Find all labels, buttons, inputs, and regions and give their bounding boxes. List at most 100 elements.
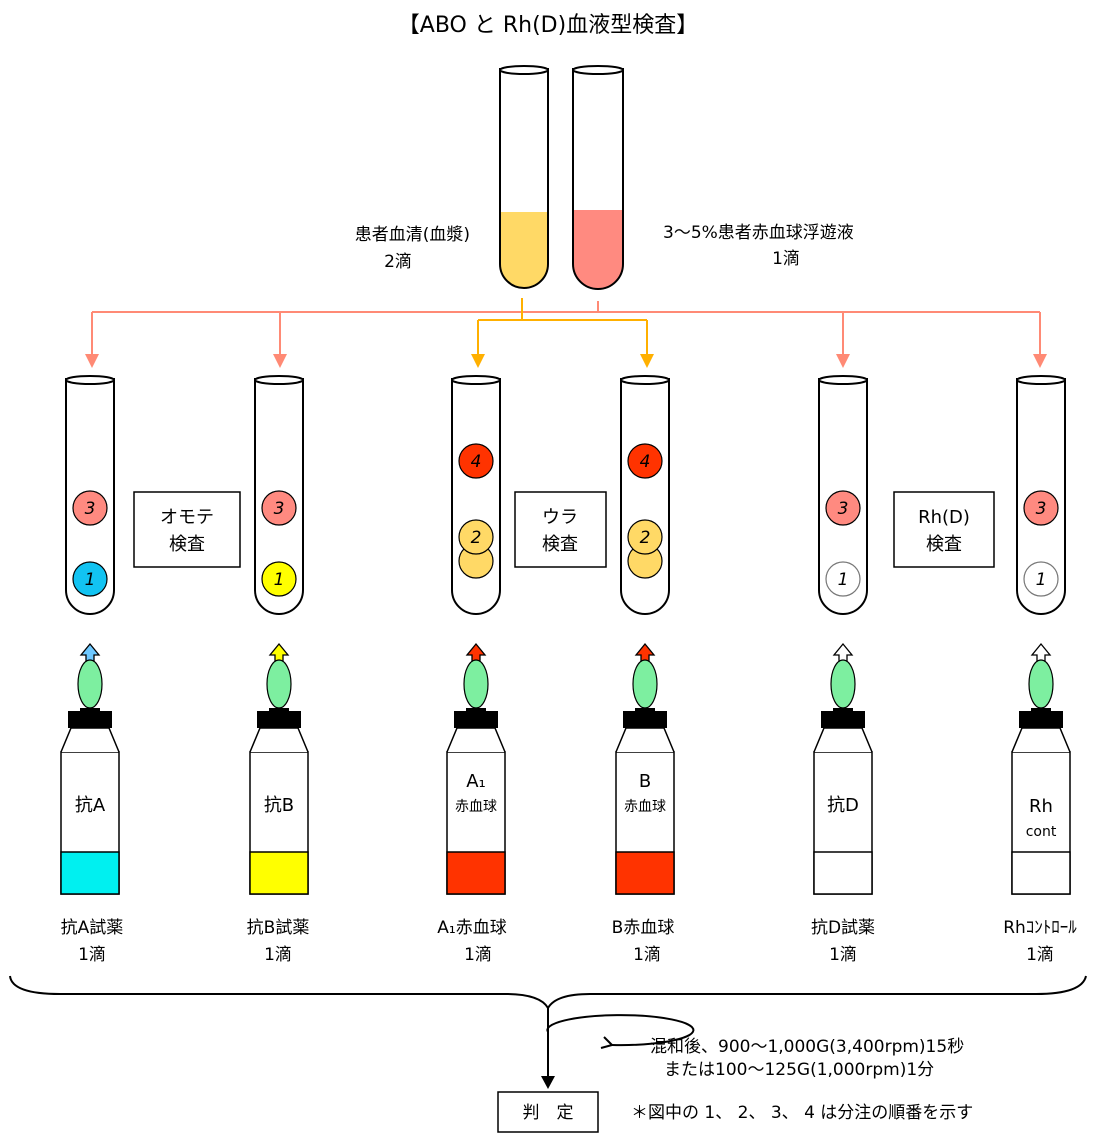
bottle-cap bbox=[623, 711, 667, 728]
reagent-bottle-anti-b: 抗B bbox=[249, 659, 309, 895]
reagent-bottle-rh-control: Rh cont bbox=[1011, 659, 1071, 895]
process-line2: または100～125G(1,000rpm)1分 bbox=[664, 1060, 934, 1080]
order-number-label: 4 bbox=[471, 452, 482, 472]
mixing-rotation-icon bbox=[541, 1008, 695, 1089]
reagent-bottle-anti-d: 抗D bbox=[813, 659, 873, 895]
reagent-drop bbox=[261, 561, 297, 597]
dropper-bulb-icon bbox=[77, 659, 103, 709]
bottle-liquid bbox=[249, 851, 309, 895]
serum-distribution-lines bbox=[471, 298, 654, 368]
serum-source-tube bbox=[499, 65, 549, 289]
order-number-label: 3 bbox=[274, 499, 285, 519]
reagent-captions: 抗A試薬 1滴 抗B試薬 1滴 A₁赤血球 1滴 B赤血球 1滴 抗D試薬 1滴… bbox=[61, 918, 1078, 965]
test-tube-a1-cells: 24 bbox=[451, 375, 501, 615]
reagent-drop bbox=[825, 561, 861, 597]
reagent-amount-rh-control: 1滴 bbox=[1026, 945, 1054, 965]
cell-drop bbox=[72, 490, 108, 526]
reagent-amount-anti-b: 1滴 bbox=[264, 945, 292, 965]
bottle-cap bbox=[454, 711, 498, 728]
dropper-bulb-icon bbox=[830, 659, 856, 709]
ura-box-line2: 検査 bbox=[542, 534, 578, 555]
reagent-bottle-a1-cells: A₁赤血球 bbox=[446, 659, 506, 895]
order-number-label: 1 bbox=[274, 570, 285, 590]
rh-box: Rh(D) 検査 bbox=[893, 491, 995, 568]
dropper-bulb-icon bbox=[1028, 659, 1054, 709]
rbc-source-tube bbox=[572, 65, 624, 290]
omote-box: オモテ 検査 bbox=[133, 491, 241, 568]
reagent-amount-b-cells: 1滴 bbox=[633, 945, 661, 965]
reagent-name-anti-b: 抗B試薬 bbox=[247, 918, 310, 938]
serum-drop-upper bbox=[627, 519, 663, 555]
dropper-bulb-icon bbox=[463, 659, 489, 709]
order-number-label: 4 bbox=[640, 452, 651, 472]
bottle-label: 抗D bbox=[827, 795, 859, 816]
bottle-liquid bbox=[813, 851, 873, 895]
serum-label: 患者血清(血漿) bbox=[355, 225, 470, 245]
reagent-name-anti-a: 抗A試薬 bbox=[61, 918, 124, 938]
ura-box-line1: ウラ bbox=[542, 507, 578, 528]
bottle-label: B bbox=[639, 771, 651, 792]
reagent-name-a1-cells: A₁赤血球 bbox=[437, 918, 506, 938]
cell-drop bbox=[825, 490, 861, 526]
cell-drop bbox=[458, 443, 494, 479]
reagent-amount-anti-d: 1滴 bbox=[829, 945, 857, 965]
bottle-cap bbox=[68, 711, 112, 728]
order-number-label: 3 bbox=[1036, 499, 1047, 519]
cell-drop bbox=[261, 490, 297, 526]
rbc-distribution-lines bbox=[85, 301, 1047, 368]
dropper-bulb-icon bbox=[632, 659, 658, 709]
bottle-cap bbox=[1019, 711, 1063, 728]
bottle-label-sub: 赤血球 bbox=[624, 799, 666, 815]
bottle-liquid bbox=[1011, 851, 1071, 895]
reagent-amount-anti-a: 1滴 bbox=[78, 945, 106, 965]
omote-box-line2: 検査 bbox=[169, 534, 205, 555]
test-tube-b-cells: 24 bbox=[620, 375, 670, 615]
omote-box-line1: オモテ bbox=[160, 507, 214, 528]
reagent-name-anti-d: 抗D試薬 bbox=[811, 918, 875, 938]
judgement-label: 判 定 bbox=[523, 1103, 574, 1123]
bottle-label: 抗B bbox=[264, 795, 294, 816]
bottle-label: Rh bbox=[1029, 796, 1053, 817]
reagent-bottle-b-cells: B 赤血球 bbox=[615, 659, 675, 895]
brace bbox=[9, 975, 1087, 1011]
test-tube-anti-b: 13 bbox=[254, 375, 304, 615]
bottle-cap bbox=[257, 711, 301, 728]
rbc-label: 3～5%患者赤血球浮遊液 bbox=[663, 223, 854, 243]
reagent-drop bbox=[72, 561, 108, 597]
ura-box: ウラ 検査 bbox=[514, 491, 607, 568]
test-tube-anti-d: 13 bbox=[818, 375, 868, 615]
serum-amount: 2滴 bbox=[384, 252, 412, 272]
diagram-title: 【ABO と Rh(D)血液型検査】 bbox=[398, 13, 698, 38]
order-number-label: 1 bbox=[838, 570, 849, 590]
order-number-label: 1 bbox=[85, 570, 96, 590]
cell-drop bbox=[1023, 490, 1059, 526]
dropper-bulb-icon bbox=[266, 659, 292, 709]
bottle-label-sub: cont bbox=[1026, 824, 1057, 840]
reagent-bottles: 抗A 抗B A₁赤血球 B 赤血球 抗D Rh cont bbox=[60, 659, 1071, 895]
reagent-name-rh-control: Rhｺﾝﾄﾛｰﾙ bbox=[1003, 918, 1077, 938]
reagent-amount-a1-cells: 1滴 bbox=[464, 945, 492, 965]
rh-box-line2: 検査 bbox=[926, 534, 962, 555]
reagent-name-b-cells: B赤血球 bbox=[612, 918, 675, 938]
order-number-label: 2 bbox=[640, 528, 651, 548]
process-line1: 混和後、900～1,000G(3,400rpm)15秒 bbox=[650, 1037, 964, 1057]
footnote: ＊図中の 1、 2、 3、 4 は分注の順番を示す bbox=[631, 1103, 973, 1123]
order-number-label: 3 bbox=[85, 499, 96, 519]
bottle-label: 抗A bbox=[75, 795, 106, 816]
reagent-bottle-anti-a: 抗A bbox=[60, 659, 120, 895]
order-number-label: 1 bbox=[1036, 570, 1047, 590]
bottle-liquid bbox=[60, 851, 120, 895]
order-number-label: 3 bbox=[838, 499, 849, 519]
reagent-arrows bbox=[79, 642, 1052, 671]
bottle-liquid bbox=[615, 851, 675, 895]
bottle-liquid bbox=[446, 851, 506, 895]
bottle-label: A₁ bbox=[466, 771, 486, 792]
order-number-label: 2 bbox=[471, 528, 482, 548]
judgement-box: 判 定 bbox=[497, 1091, 599, 1133]
test-tube-anti-a: 13 bbox=[65, 375, 115, 615]
bottle-cap bbox=[821, 711, 865, 728]
rbc-amount: 1滴 bbox=[772, 249, 800, 269]
cell-drop bbox=[627, 443, 663, 479]
